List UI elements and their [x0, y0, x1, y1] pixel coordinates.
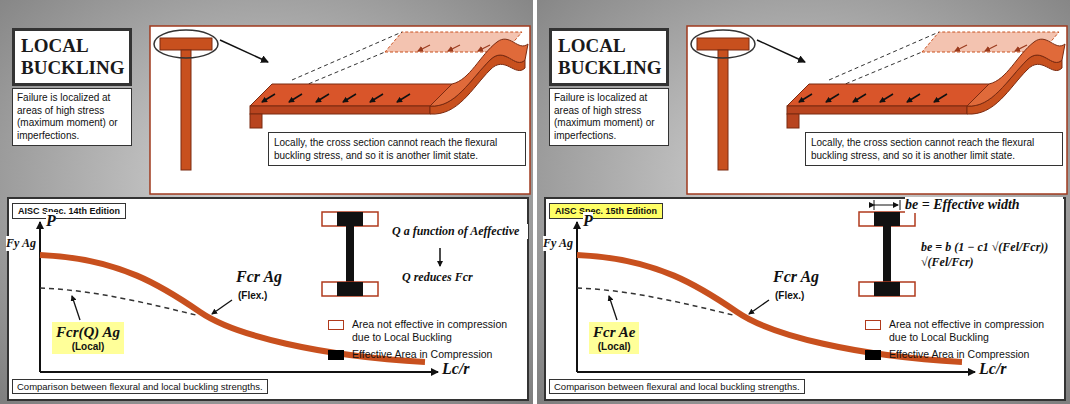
axis-label: P [46, 212, 56, 230]
node-text: Fcr(Q) Ag [56, 324, 120, 341]
spec-label: AISC Spec. 15th Edition [549, 203, 663, 219]
slide-right: LOCAL BUCKLING Failure is localized at ar… [537, 0, 1070, 404]
legend-swatch [328, 320, 344, 330]
curve-label: Fcr Ag [236, 268, 282, 286]
node-text: Comparison between flexural and local bu… [17, 381, 263, 392]
node-text: LOCAL BUCKLING [558, 35, 660, 79]
legend-text: Effective Area in Compression [889, 348, 1061, 361]
axis-label: P [583, 212, 593, 230]
local-strength-box: Fcr Ae(Local) [589, 322, 639, 354]
node-text: Failure is localized at areas of high st… [554, 92, 664, 142]
local-strength-box: Fcr(Q) Ag(Local) [52, 322, 124, 354]
note: Q a function of Aeffective [392, 224, 528, 239]
curve-label: (Flex.) [238, 290, 267, 301]
node-text: LOCAL BUCKLING [21, 35, 123, 79]
slide-left: LOCAL BUCKLING Failure is localized at ar… [0, 0, 533, 404]
node-text: Failure is localized at areas of high st… [17, 92, 127, 142]
node-text: (Local) [56, 341, 120, 352]
equation: be = b (1 − c1 √(Fel/Fcr)) √(Fel/Fcr) [921, 240, 1063, 270]
legend-text: Effective Area in Compression [352, 348, 524, 361]
title-box: LOCAL BUCKLING [12, 28, 132, 86]
curve-label: (Flex.) [775, 290, 804, 301]
legend-text: Area not effective in compression due to… [352, 318, 524, 343]
curve-label: Fcr Ag [773, 268, 819, 286]
node-text: Locally, the cross section cannot reach … [811, 136, 1057, 162]
axis-label: Lc/r [979, 360, 1007, 378]
node-text: Locally, the cross section cannot reach … [274, 136, 520, 162]
comparison-caption: Comparison between flexural and local bu… [549, 379, 805, 394]
note: be = Effective width [905, 197, 1063, 213]
caption-box: Locally, the cross section cannot reach … [268, 132, 526, 166]
legend-swatch [865, 320, 881, 330]
axis-value: Fy Ag [6, 236, 36, 251]
note: Q reduces Fcr [402, 270, 473, 285]
description-box: Failure is localized at areas of high st… [12, 88, 132, 146]
axis-value: Fy Ag [543, 236, 573, 251]
caption-box: Locally, the cross section cannot reach … [805, 132, 1063, 166]
node-text: Fcr Ae [593, 324, 635, 341]
node-text: AISC Spec. 14th Edition [18, 206, 120, 216]
description-box: Failure is localized at areas of high st… [549, 88, 669, 146]
spec-label: AISC Spec. 14th Edition [12, 203, 126, 219]
legend-swatch [865, 350, 881, 360]
node-text: AISC Spec. 15th Edition [555, 206, 657, 216]
legend-swatch [328, 350, 344, 360]
legend-text: Area not effective in compression due to… [889, 318, 1061, 343]
axis-label: Lc/r [442, 360, 470, 378]
node-text: (Local) [593, 341, 635, 352]
comparison-caption: Comparison between flexural and local bu… [12, 379, 268, 394]
title-box: LOCAL BUCKLING [549, 28, 669, 86]
node-text: Comparison between flexural and local bu… [554, 381, 800, 392]
